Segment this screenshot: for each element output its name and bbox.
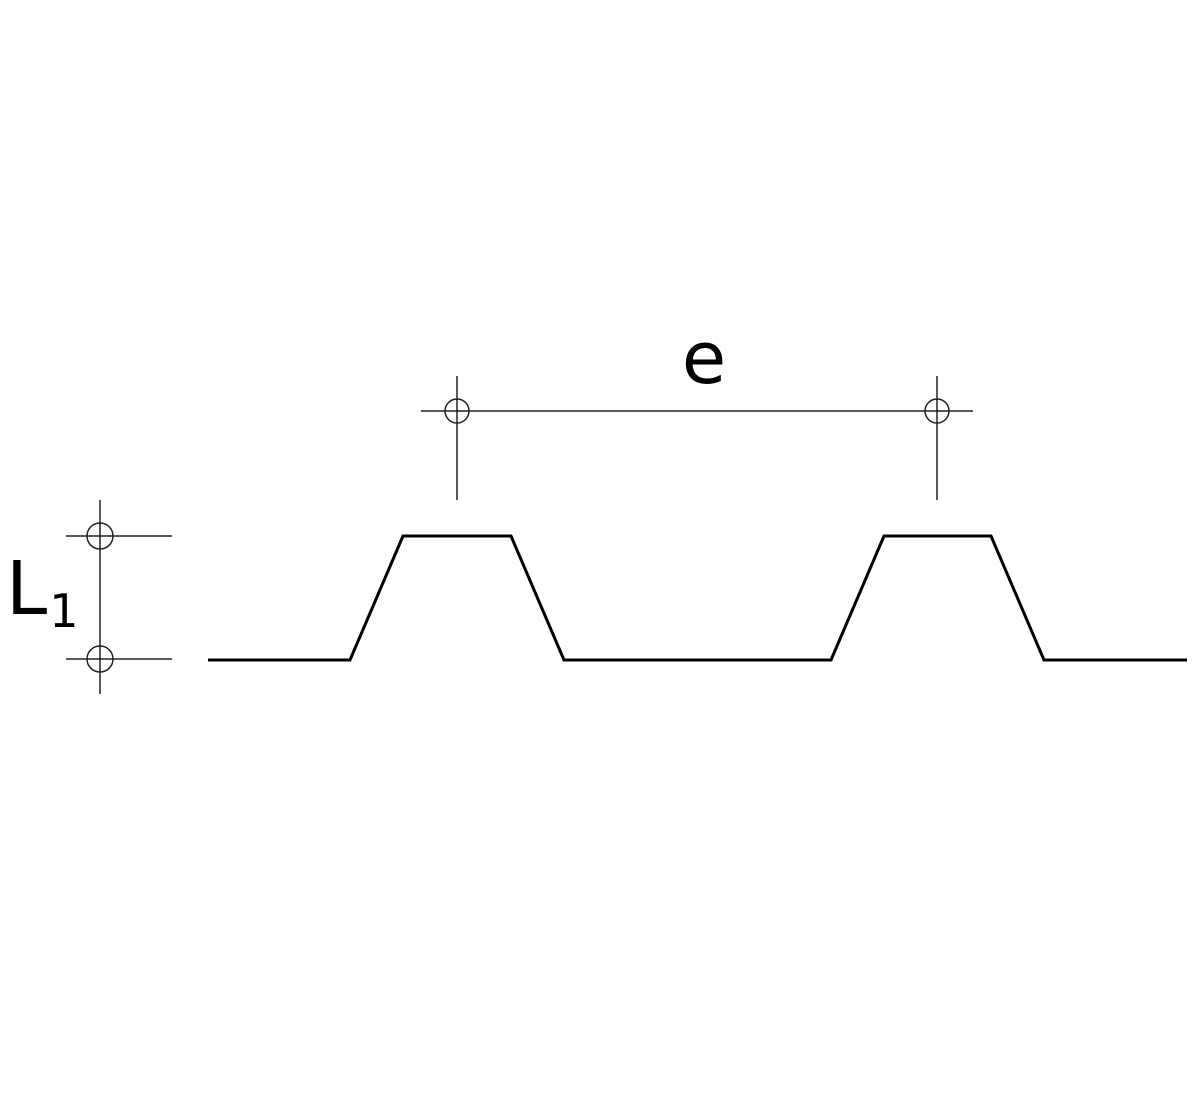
height-label-subscript: 1 (49, 584, 78, 638)
pitch-center-marker-right (924, 398, 950, 424)
height-dimension (66, 500, 172, 694)
height-center-marker-bottom (86, 645, 114, 673)
height-label: L1 (6, 546, 79, 638)
pitch-center-marker-left (444, 398, 470, 424)
pitch-dimension (421, 376, 973, 500)
height-center-marker-top (86, 522, 114, 550)
height-label-main: L (6, 546, 47, 632)
trapezoidal-profile (208, 534, 1187, 662)
pitch-label: e (682, 316, 726, 400)
